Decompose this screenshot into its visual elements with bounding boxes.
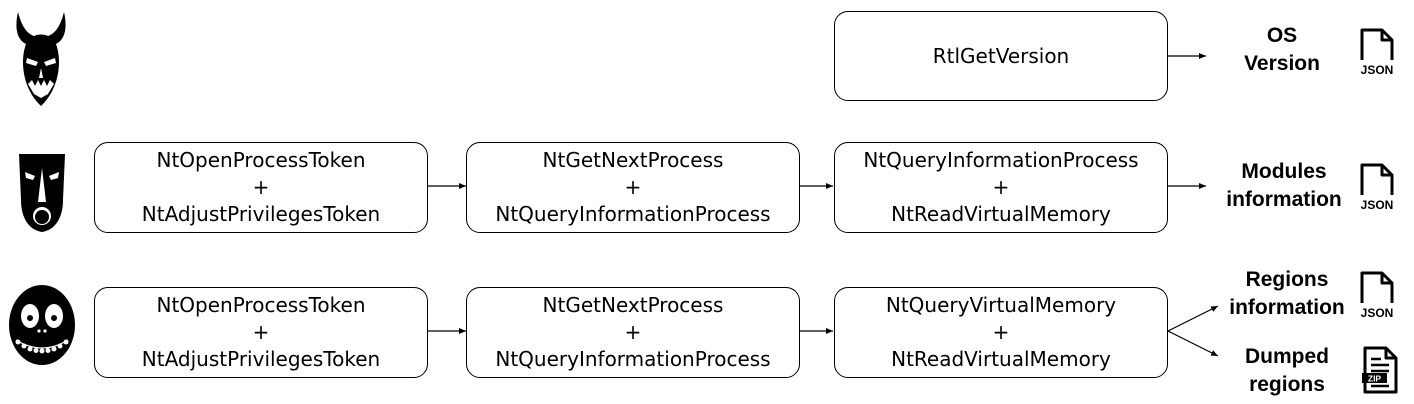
query-vm-box-row3: NtQueryVirtualMemory + NtReadVirtualMemo… xyxy=(834,287,1168,378)
file-type-label: JSON xyxy=(1361,198,1394,212)
output-line: Dumped xyxy=(1245,345,1329,368)
output-line: OS xyxy=(1266,24,1298,47)
box-line: NtReadVirtualMemory xyxy=(891,347,1111,371)
output-line: regions xyxy=(1249,373,1325,396)
box-line: + xyxy=(992,320,1010,344)
open-token-box-row3: NtOpenProcessToken + NtAdjustPrivilegesT… xyxy=(94,287,428,378)
rtlgetversion-box: RtlGetVersion xyxy=(834,11,1168,101)
long-mask-icon xyxy=(19,154,65,232)
dumped-regions-output: Dumped regions xyxy=(1232,343,1342,399)
file-type-label: JSON xyxy=(1361,306,1394,320)
open-token-box-row2: NtOpenProcessToken + NtAdjustPrivilegesT… xyxy=(94,142,428,233)
modules-information-output: Modules information xyxy=(1214,158,1354,214)
os-version-output: OS Version xyxy=(1222,22,1342,78)
query-info-box-row2: NtQueryInformationProcess + NtReadVirtua… xyxy=(834,142,1168,233)
horned-mask-icon xyxy=(16,12,66,106)
box-line: + xyxy=(252,175,270,199)
next-process-box-row3: NtGetNextProcess + NtQueryInformationPro… xyxy=(466,287,800,378)
output-line: Modules xyxy=(1241,160,1327,183)
file-type-label: ZIP xyxy=(1368,374,1382,384)
arrow-r3-to-regions xyxy=(1167,305,1219,332)
output-line: information xyxy=(1229,296,1345,319)
box-line: + xyxy=(252,320,270,344)
file-type-label: JSON xyxy=(1361,63,1394,77)
json-file-icon: JSON xyxy=(1360,271,1394,320)
box-line: NtOpenProcessToken xyxy=(156,148,366,172)
output-line: Regions xyxy=(1245,268,1329,291)
box-line: NtGetNextProcess xyxy=(542,293,724,317)
box-line: NtAdjustPrivilegesToken xyxy=(141,347,381,371)
box-line: NtAdjustPrivilegesToken xyxy=(141,202,381,226)
box-line: RtlGetVersion xyxy=(932,43,1070,68)
box-line: NtQueryInformationProcess xyxy=(863,148,1139,172)
box-line: NtOpenProcessToken xyxy=(156,293,366,317)
output-line: information xyxy=(1226,188,1342,211)
box-line: NtGetNextProcess xyxy=(542,148,724,172)
box-line: NtQueryVirtualMemory xyxy=(885,293,1117,317)
regions-information-output: Regions information xyxy=(1222,266,1352,322)
next-process-box-row2: NtGetNextProcess + NtQueryInformationPro… xyxy=(466,142,800,233)
box-line: NtQueryInformationProcess xyxy=(495,347,771,371)
arrow-r3-to-dumped xyxy=(1167,330,1219,357)
json-file-icon: JSON xyxy=(1360,28,1394,77)
box-line: NtReadVirtualMemory xyxy=(891,202,1111,226)
box-line: NtQueryInformationProcess xyxy=(495,202,771,226)
json-file-icon: JSON xyxy=(1360,163,1394,212)
box-line: + xyxy=(992,175,1010,199)
box-line: + xyxy=(624,320,642,344)
zip-file-icon: ZIP xyxy=(1362,346,1398,394)
output-line: Version xyxy=(1244,52,1320,75)
box-line: + xyxy=(624,175,642,199)
skull-face-icon xyxy=(9,285,75,365)
